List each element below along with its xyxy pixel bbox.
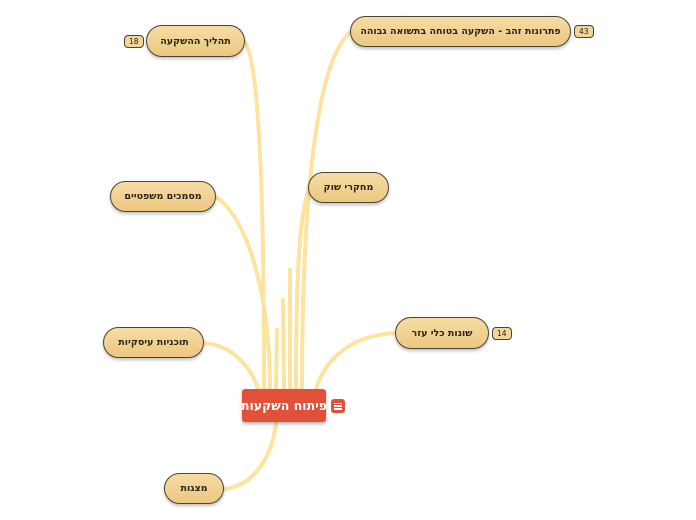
node-presentations[interactable]: מצגות (164, 473, 224, 504)
node-legal-documents[interactable]: מסמכים משפטיים (110, 181, 216, 212)
link-market-research (294, 186, 312, 391)
link-misc-tools (314, 331, 398, 391)
root-node[interactable]: פיתוח השקעות (241, 389, 327, 422)
link-business-plans (201, 341, 260, 391)
link-presentations (222, 420, 278, 491)
link-stub-a (274, 328, 279, 391)
topic-count-badge[interactable]: 43 (574, 25, 594, 38)
link-legal-documents (214, 195, 272, 391)
node-misc-tools[interactable]: שונות כלי עזר (395, 317, 489, 349)
topic-count-badge[interactable]: 18 (124, 35, 144, 48)
node-market-research[interactable]: מחקרי שוק (308, 172, 389, 203)
link-stub-b (281, 298, 286, 391)
node-business-plans[interactable]: תוכניות עיסקיות (103, 327, 204, 358)
topic-count-badge[interactable]: 14 (492, 327, 512, 340)
node-gold-solutions[interactable]: פתרונות זהב - השקעה בטוחה בתשואה גבוהה (350, 16, 571, 47)
link-investment-process (242, 39, 266, 391)
node-investment-process[interactable]: תהליך ההשקעה (146, 25, 245, 57)
menu-icon[interactable] (331, 399, 345, 413)
link-gold-solutions (300, 29, 354, 391)
